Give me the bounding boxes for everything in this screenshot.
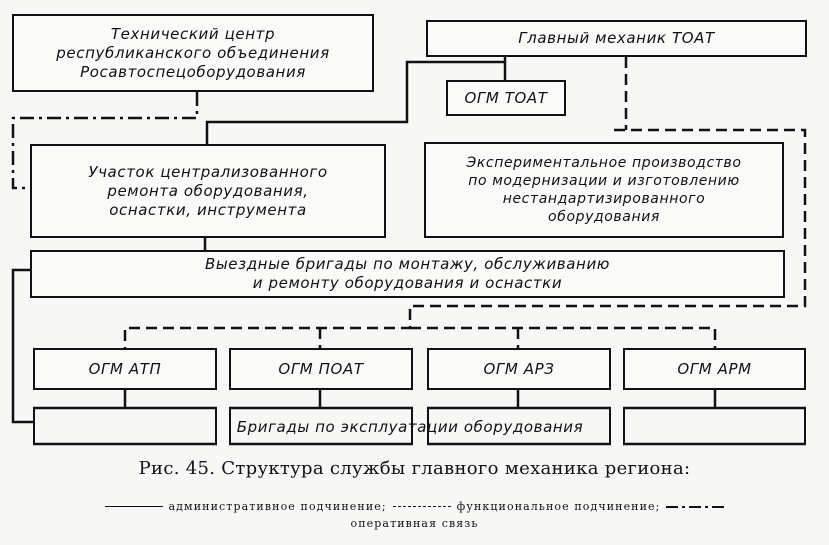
experimental-production-box: Экспериментальное производство по модерн… [424,142,784,238]
functional-line-chief-to-experimental [123,128,807,348]
legend-solid-line-sample [104,506,163,507]
repair-section-line-1: Участок централизованного [88,162,328,181]
operation-teams-label-box: Бригады по эксплуатации оборудования [190,414,630,440]
ogm-atp-label: ОГМ АТП [88,359,162,378]
experimental-line-4: оборудования [548,209,660,225]
admin-line-chief-to-repair-section [205,60,505,146]
legend-functional: функциональное подчинение; [456,500,661,513]
experimental-line-2: по модернизации и изготовлению [468,173,740,189]
figure-caption: Рис. 45. Структура службы главного механ… [138,458,691,479]
functional-line-to-ogm-arm [410,326,717,348]
tech-center-box: Технический центр республиканского объед… [12,14,374,92]
operation-teams-label: Бригады по эксплуатации оборудования [236,417,584,436]
operational-line-tech-center-to-repair [11,92,199,190]
operation-teams-bracket-poat [229,408,413,444]
ogm-poat-box: ОГМ ПОАТ [229,348,413,390]
repair-section-line-2: ремонта оборудования, [107,181,309,200]
tech-center-line-2: республиканского объединения [56,43,330,62]
ogm-arz-label: ОГМ АРЗ [483,359,555,378]
ogm-arm-box: ОГМ АРМ [623,348,806,390]
legend-row-1: административное подчинение; функциональ… [0,500,829,513]
legend-row-2: оперативная связь [0,517,829,530]
repair-section-line-3: оснастки, инструмента [109,200,307,219]
experimental-line-3: нестандартизированного [502,191,706,207]
legend-dashdot-line-sample [666,505,725,508]
field-teams-line-2: и ремонту оборудования и оснастки [252,274,563,292]
experimental-line-1: Экспериментальное производство [466,155,742,171]
ogm-atp-box: ОГМ АТП [33,348,217,390]
chief-mechanic-label: Главный механик ТОАТ [518,29,715,47]
chief-mechanic-box: Главный механик ТОАТ [426,20,807,57]
ogm-arz-box: ОГМ АРЗ [427,348,611,390]
legend-operational: оперативная связь [350,517,479,530]
legend-dashed-line-sample [392,506,451,507]
field-teams-box: Выездные бригады по монтажу, обслуживани… [30,250,785,298]
admin-line-field-teams-to-operation-teams [11,268,33,424]
operation-teams-bracket-atp [33,408,217,444]
tech-center-line-3: Росавтоспецоборудования [80,62,306,81]
tech-center-line-1: Технический центр [110,24,276,43]
operation-teams-bracket-arz [427,408,611,444]
ogm-poat-label: ОГМ ПОАТ [278,359,364,378]
ogm-toat-box: ОГМ ТОАТ [446,80,566,116]
repair-section-box: Участок централизованного ремонта оборуд… [30,144,386,238]
ogm-arm-label: ОГМ АРМ [677,359,752,378]
ogm-toat-label: ОГМ ТОАТ [464,88,548,107]
operation-teams-bracket-arm [623,408,806,444]
legend-administrative: административное подчинение; [168,500,387,513]
field-teams-line-1: Выездные бригады по монтажу, обслуживани… [204,255,611,273]
